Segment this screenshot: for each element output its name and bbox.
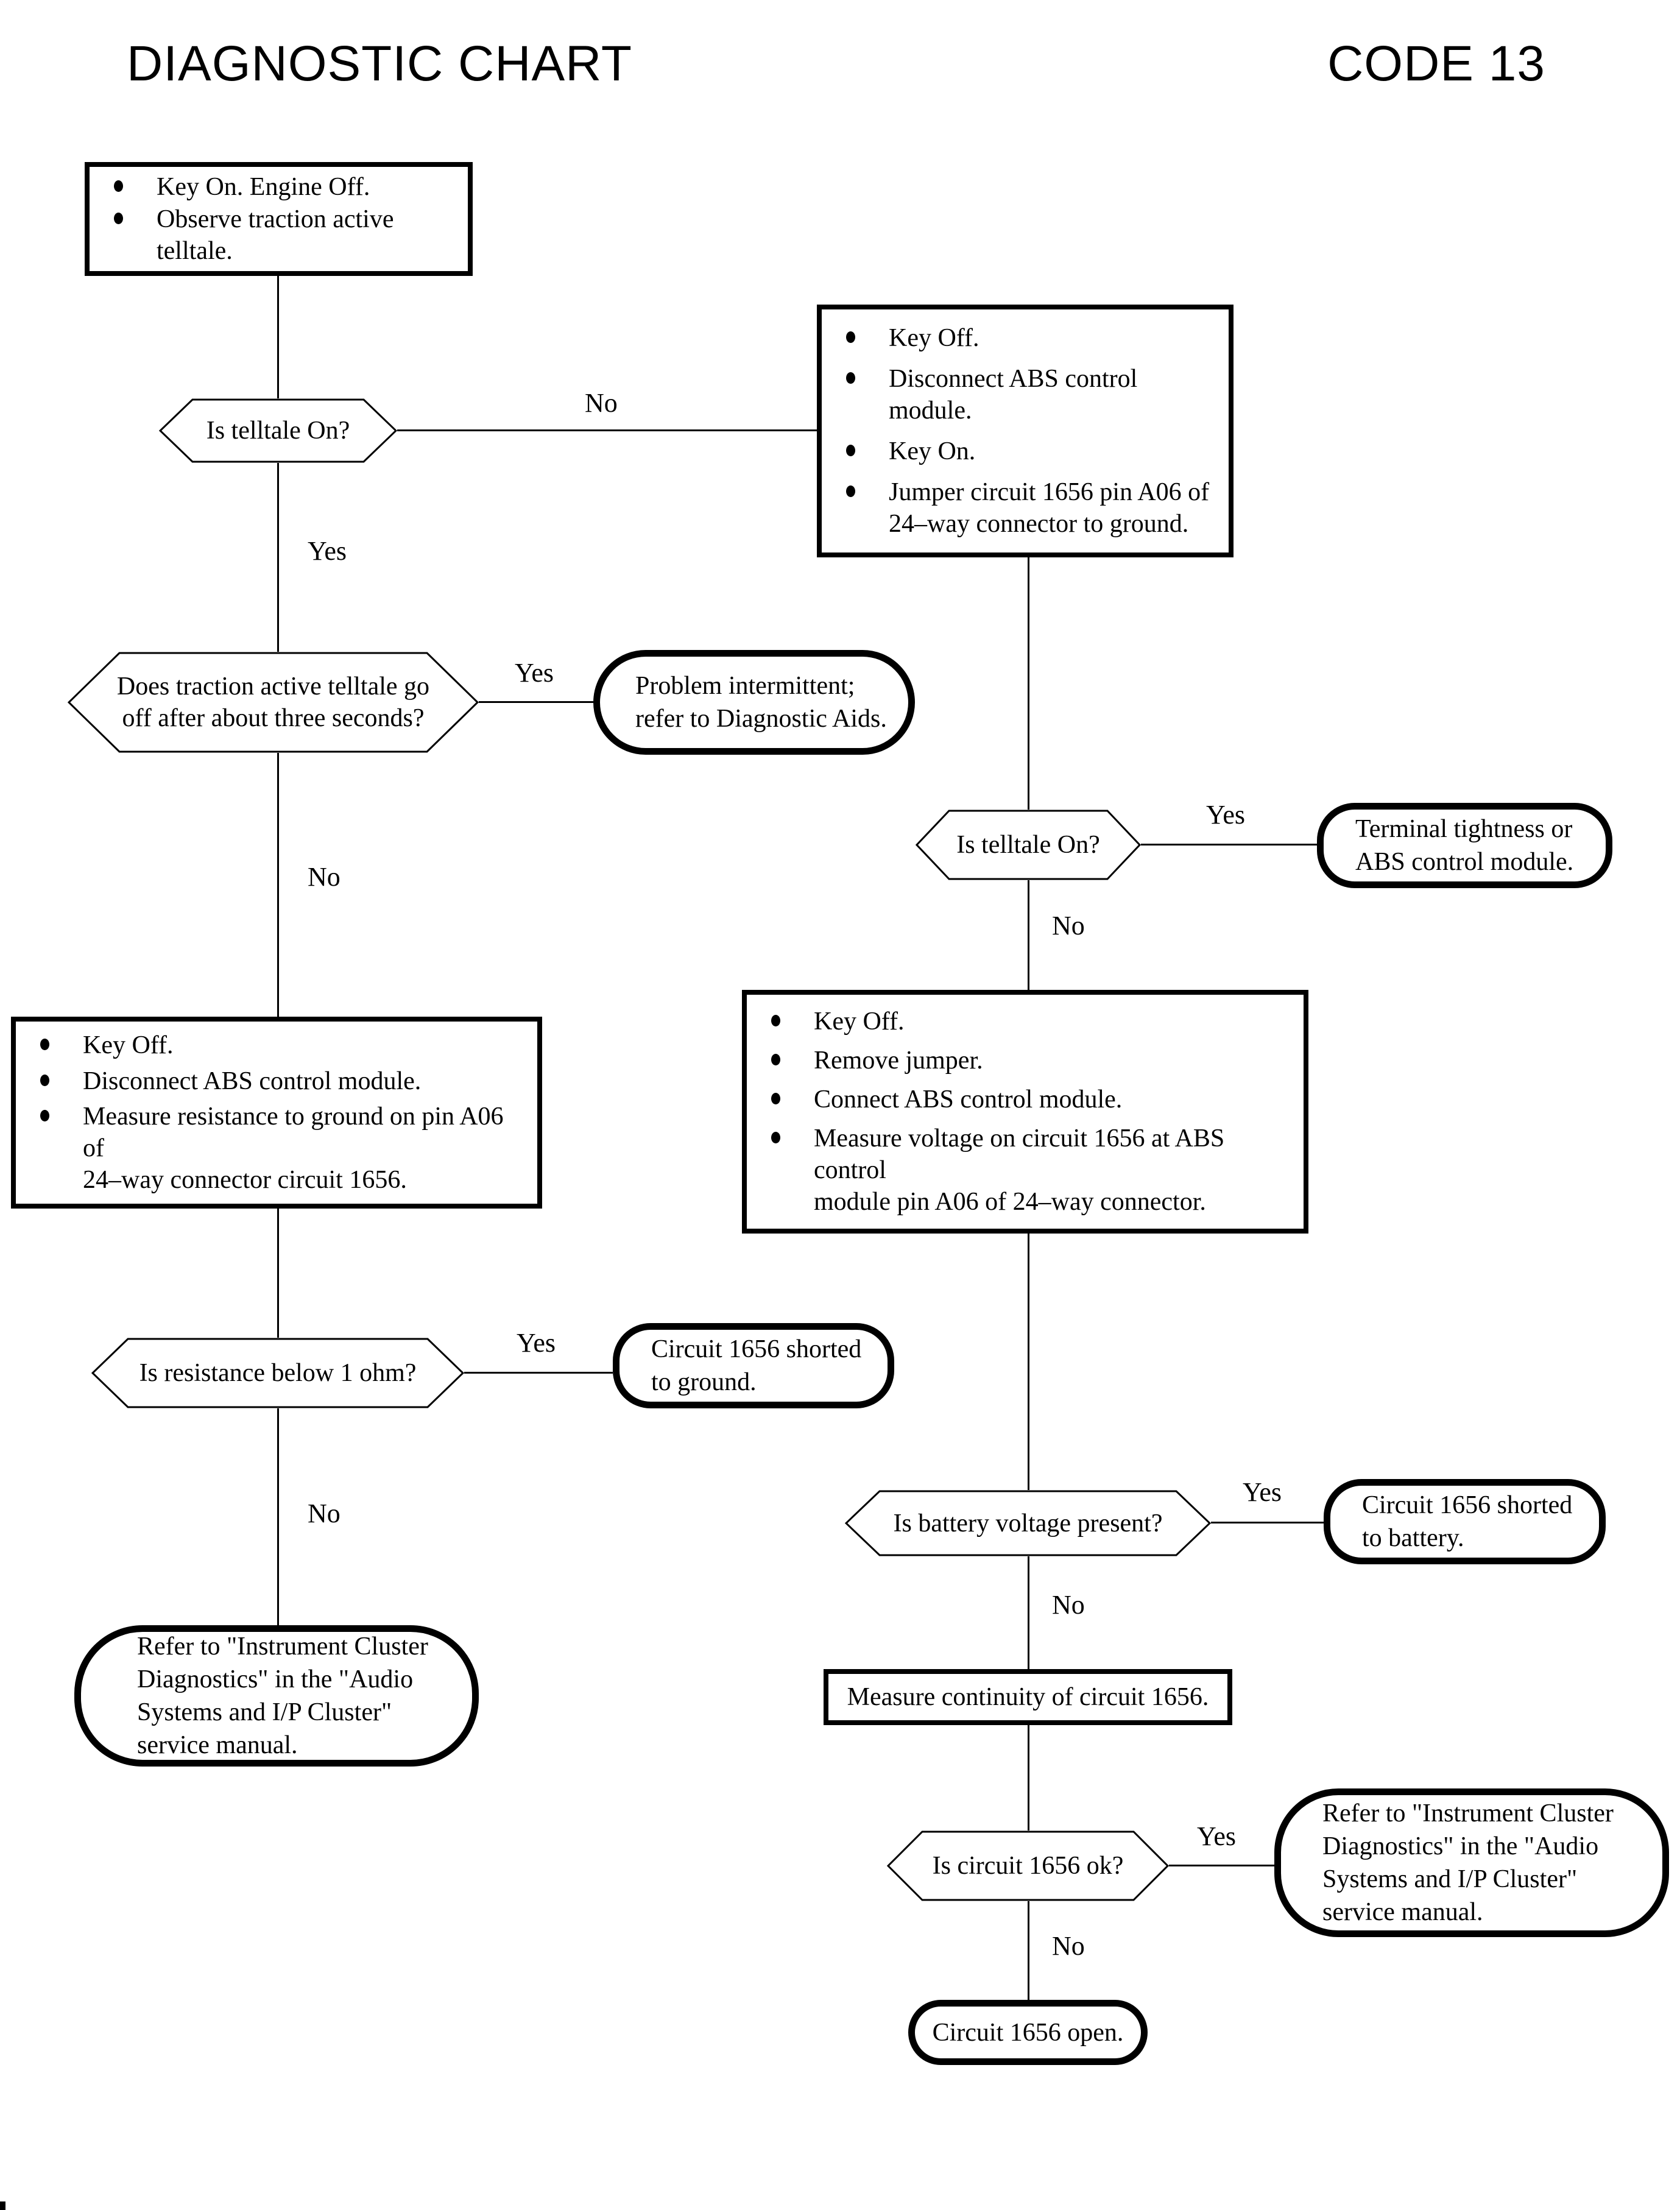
bullet-icon [771, 1132, 780, 1143]
bullet-icon [846, 372, 855, 384]
hexagon-shape [916, 810, 1141, 880]
bullet-item: Remove jumper. [771, 1045, 1291, 1076]
bullet-icon [771, 1054, 780, 1065]
connector [1141, 844, 1317, 846]
bullet-item: Measure resistance to ground on pin A06 … [40, 1101, 525, 1196]
edge-label-yes: Yes [1243, 1477, 1282, 1507]
connector [1211, 1522, 1324, 1523]
connector [1028, 1556, 1029, 1669]
bullet-icon [771, 1015, 780, 1026]
connector [1028, 1725, 1029, 1830]
connector [397, 429, 817, 431]
decision-is-telltale-on-2: Is telltale On? [916, 810, 1141, 880]
edge-label-yes: Yes [1206, 800, 1246, 830]
terminal-circuit-open: Circuit 1656 open. [908, 2000, 1148, 2065]
terminal-shorted-to-battery: Circuit 1656 shorted to battery. [1324, 1479, 1606, 1564]
bullet-icon [40, 1074, 49, 1086]
process-box-measure-voltage: Key Off. Remove jumper. Connect ABS cont… [742, 990, 1308, 1234]
connector [277, 1209, 279, 1338]
bullet-icon [114, 213, 123, 224]
bullet-icon [846, 445, 855, 456]
bullet-item: Key Off. [771, 1006, 1291, 1037]
edge-label-yes: Yes [515, 658, 554, 688]
bullet-icon [40, 1038, 49, 1050]
edge-label-no: No [1052, 1931, 1085, 1961]
process-box-measure-continuity: Measure continuity of circuit 1656. [824, 1669, 1232, 1725]
bullet-icon [114, 180, 123, 192]
edge-label-no: No [308, 862, 341, 892]
decision-telltale-off-three-seconds: Does traction active telltale go off aft… [68, 652, 479, 753]
bullet-item: Disconnect ABS control module. [846, 363, 1216, 426]
edge-label-no: No [1052, 1590, 1085, 1620]
hexagon-shape [159, 398, 397, 463]
hexagon-shape [887, 1830, 1169, 1901]
edge-label-no: No [585, 388, 618, 418]
code-label: CODE 13 [1327, 36, 1545, 91]
edge-label-no: No [308, 1499, 341, 1528]
connector [479, 701, 593, 703]
terminal-terminal-tightness: Terminal tightness or ABS control module… [1317, 803, 1612, 888]
bullet-icon [40, 1110, 49, 1122]
connector [1028, 1901, 1029, 2000]
terminal-refer-instrument-cluster-left: Refer to "Instrument Cluster Diagnostics… [74, 1625, 479, 1767]
edge-label-yes: Yes [517, 1328, 556, 1358]
bullet-icon [771, 1093, 780, 1104]
hexagon-shape [68, 652, 479, 753]
hexagon-shape [845, 1490, 1211, 1556]
page-edge-mark [0, 2201, 5, 2210]
edge-label-no: No [1052, 911, 1085, 941]
edge-label-yes: Yes [308, 536, 347, 566]
bullet-icon [846, 331, 855, 343]
process-box-start: Key On. Engine Off. Observe traction act… [85, 162, 473, 276]
bullet-item: Disconnect ABS control module. [40, 1065, 525, 1097]
terminal-refer-instrument-cluster-right: Refer to "Instrument Cluster Diagnostics… [1274, 1788, 1669, 1937]
bullet-item: Measure voltage on circuit 1656 at ABS c… [771, 1123, 1291, 1218]
connector [1028, 880, 1029, 990]
hexagon-shape [91, 1338, 464, 1408]
bullet-icon [846, 485, 855, 497]
connector [277, 276, 279, 398]
decision-resistance-below-1-ohm: Is resistance below 1 ohm? [91, 1338, 464, 1408]
bullet-item: Key On. Engine Off. [114, 171, 456, 203]
connector [277, 753, 279, 1017]
bullet-item: Key Off. [40, 1029, 525, 1061]
connector [277, 463, 279, 652]
edge-label-yes: Yes [1197, 1821, 1237, 1851]
bullet-item: Connect ABS control module. [771, 1084, 1291, 1115]
bullet-item: Key Off. [846, 322, 1216, 354]
page-title: DIAGNOSTIC CHART [127, 36, 632, 91]
bullet-item: Observe traction active telltale. [114, 203, 456, 267]
process-box-measure-resistance: Key Off. Disconnect ABS control module. … [11, 1017, 542, 1209]
connector [1169, 1865, 1274, 1866]
connector [1028, 557, 1029, 810]
connector [464, 1372, 613, 1374]
bullet-item: Key On. [846, 436, 1216, 467]
connector [277, 1408, 279, 1625]
terminal-shorted-to-ground: Circuit 1656 shorted to ground. [613, 1323, 894, 1408]
decision-is-telltale-on-1: Is telltale On? [159, 398, 397, 463]
process-box-jumper-to-ground: Key Off. Disconnect ABS control module. … [817, 305, 1234, 557]
decision-is-circuit-1656-ok: Is circuit 1656 ok? [887, 1830, 1169, 1901]
terminal-problem-intermittent: Problem intermittent; refer to Diagnosti… [593, 650, 915, 755]
bullet-item: Jumper circuit 1656 pin A06 of 24–way co… [846, 476, 1216, 540]
decision-battery-voltage-present: Is battery voltage present? [845, 1490, 1211, 1556]
connector [1028, 1234, 1029, 1490]
